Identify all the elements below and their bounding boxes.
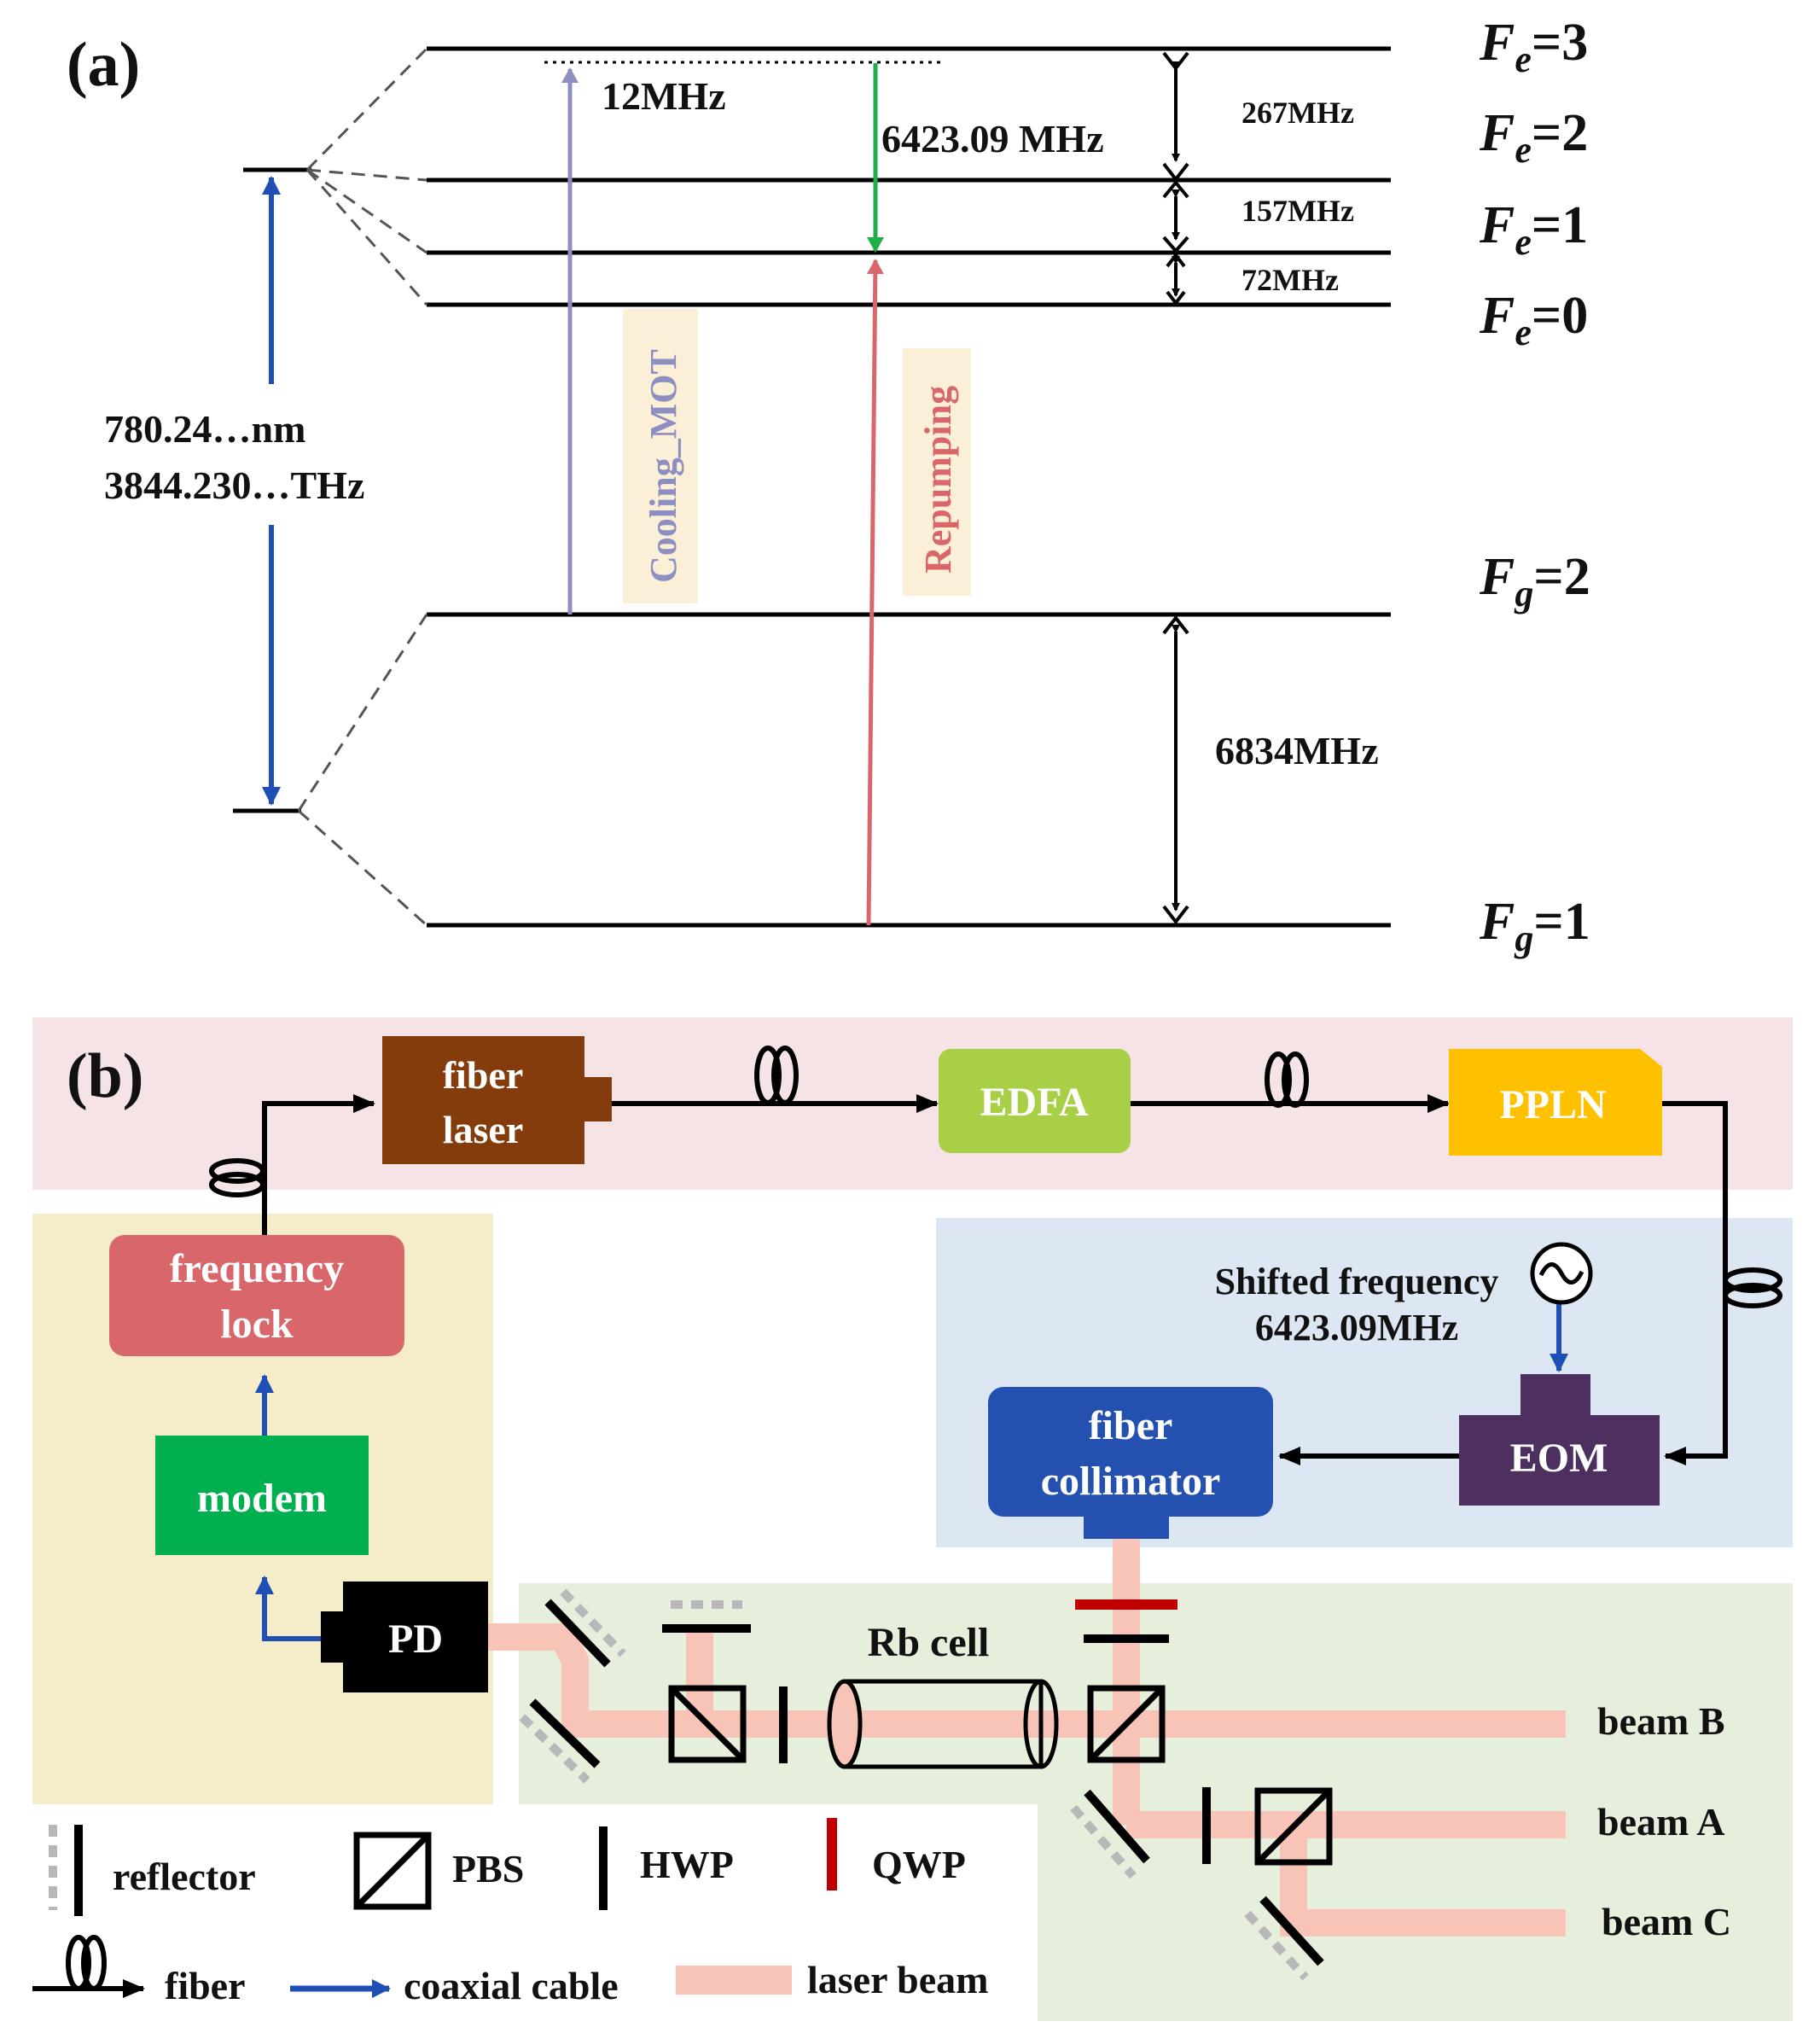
edfa-label: EDFA [980,1080,1088,1125]
fiber-laser-label-2: laser [443,1108,524,1151]
legend-pbs-icon [353,1832,432,1910]
label-fe3: Fe=3 [1479,14,1588,80]
frequency-lock-box[interactable]: frequency lock [109,1235,404,1356]
level-labels: Fe=3 Fe=2 Fe=1 Fe=0 Fg=2 Fg=1 [1479,14,1590,959]
pbs-icon [1087,1685,1166,1763]
legend-hwp-label: HWP [640,1843,734,1886]
spacing-6834: 6834MHz [1215,729,1379,772]
fiber-collimator-label-2: collimator [1041,1459,1221,1504]
pbs-icon [668,1685,747,1763]
ppln-box[interactable]: PPLN [1449,1049,1662,1156]
legend-bg [32,1804,1038,2033]
beam-b-label: beam B [1597,1699,1725,1743]
coax-cables [255,1302,1568,1641]
cooling-label-bg [623,309,698,603]
fiber-collimator-label-1: fiber [1089,1403,1173,1448]
energy-levels [233,46,1391,928]
pbs-icon [1254,1787,1333,1866]
shifted-frequency-value: 6423.09MHz [1255,1307,1458,1349]
frequency-lock-label-1: frequency [170,1246,344,1291]
panel-b: (b) [32,1017,1793,2033]
modem-label: modem [197,1476,327,1521]
repumping-label: Repumping [917,386,959,574]
legend-pbs-label: PBS [452,1847,524,1890]
legend: reflector PBS HWP QWP fiber coaxial cabl… [32,1818,989,2007]
fiber-loop-icon [754,1046,799,1105]
fiber-loops [209,1046,1782,1308]
reflector-icon [1244,1896,1324,1981]
rb-cell [827,1679,1059,1769]
repump-shift-label: 6423.09 MHz [881,117,1104,160]
reflector-icon [519,1698,601,1784]
label-fe0: Fe=0 [1479,287,1588,353]
pd-box[interactable]: PD [321,1582,488,1692]
pd-label: PD [388,1616,443,1662]
repumping-arrow [866,259,884,926]
rb-cell-label: Rb cell [868,1620,990,1665]
spacing-72: 72MHz [1241,263,1339,297]
laser-beam-c [1280,1825,1566,1937]
legend-laser-beam-icon [676,1966,792,1995]
fiber-laser-box[interactable]: fiber laser [382,1036,612,1164]
reflector-icon [544,1588,626,1668]
legend-qwp-label: QWP [872,1843,966,1886]
spacing-267: 267MHz [1241,96,1354,130]
panel-a-label: (a) [67,30,140,100]
fiber-loop-icon [1723,1267,1782,1308]
legend-fiber-icon [32,1935,145,1998]
legend-fiber-label: fiber [165,1964,246,2007]
beam-a-label: beam A [1597,1800,1725,1844]
cooling-label: Cooling_MOT [643,349,684,583]
arrowhead-157-top [1162,179,1189,199]
frequency-label: 3844.230…THz [104,463,364,507]
label-fe2: Fe=2 [1479,104,1588,171]
beam-c-label: beam C [1602,1900,1731,1943]
fiber-loop-icon [1265,1051,1309,1108]
legend-reflector-label: reflector [113,1855,256,1898]
eom-box[interactable]: EOM [1459,1374,1660,1506]
panel-a: (a) 780.24…nm 3844.230…THz [67,14,1590,959]
legend-reflector-icon [49,1825,83,1916]
eom-label: EOM [1510,1436,1608,1481]
edfa-box[interactable]: EDFA [939,1049,1131,1153]
laser-beams [486,1536,1566,1937]
fiber-laser-label-1: fiber [443,1053,524,1097]
repumping-label-bg [903,348,971,596]
wavelength-label: 780.24…nm [104,407,305,451]
arrowhead-267-top [1162,51,1189,72]
arrowhead-72-top [1166,252,1186,268]
label-fg2: Fg=2 [1479,548,1590,615]
detuning-label: 12MHz [602,74,726,118]
arrowhead-72-bottom [1166,290,1186,306]
arrowhead-267-bottom [1162,162,1189,183]
legend-laser-beam-label: laser beam [807,1958,989,2001]
shifted-frequency-label: Shifted frequency [1215,1261,1499,1302]
arrowhead-6834-bottom [1162,905,1189,925]
fiber-loop-icon [209,1158,265,1197]
reflector-icon [662,1600,751,1633]
reflectors [519,1588,1324,1981]
frequency-lock-label-2: lock [220,1302,294,1347]
arrowhead-157-bottom [1162,236,1189,254]
reflector-icon [1070,1789,1150,1879]
arrowhead-6834-top [1162,615,1189,635]
panel-b-label: (b) [67,1041,143,1111]
laser-beam-main [486,1623,1566,1738]
label-fg1: Fg=1 [1479,893,1590,959]
fiber-collimator-box[interactable]: fiber collimator [988,1387,1273,1539]
legend-coax-label: coaxial cable [404,1964,619,2007]
signal-generator-icon [1530,1242,1593,1305]
ppln-label: PPLN [1499,1082,1607,1127]
splitting-lines [297,47,428,927]
modem-box[interactable]: modem [155,1436,369,1555]
spacing-157: 157MHz [1241,194,1354,228]
pbs-cubes [668,1685,1333,1866]
label-fe1: Fe=1 [1479,196,1588,263]
